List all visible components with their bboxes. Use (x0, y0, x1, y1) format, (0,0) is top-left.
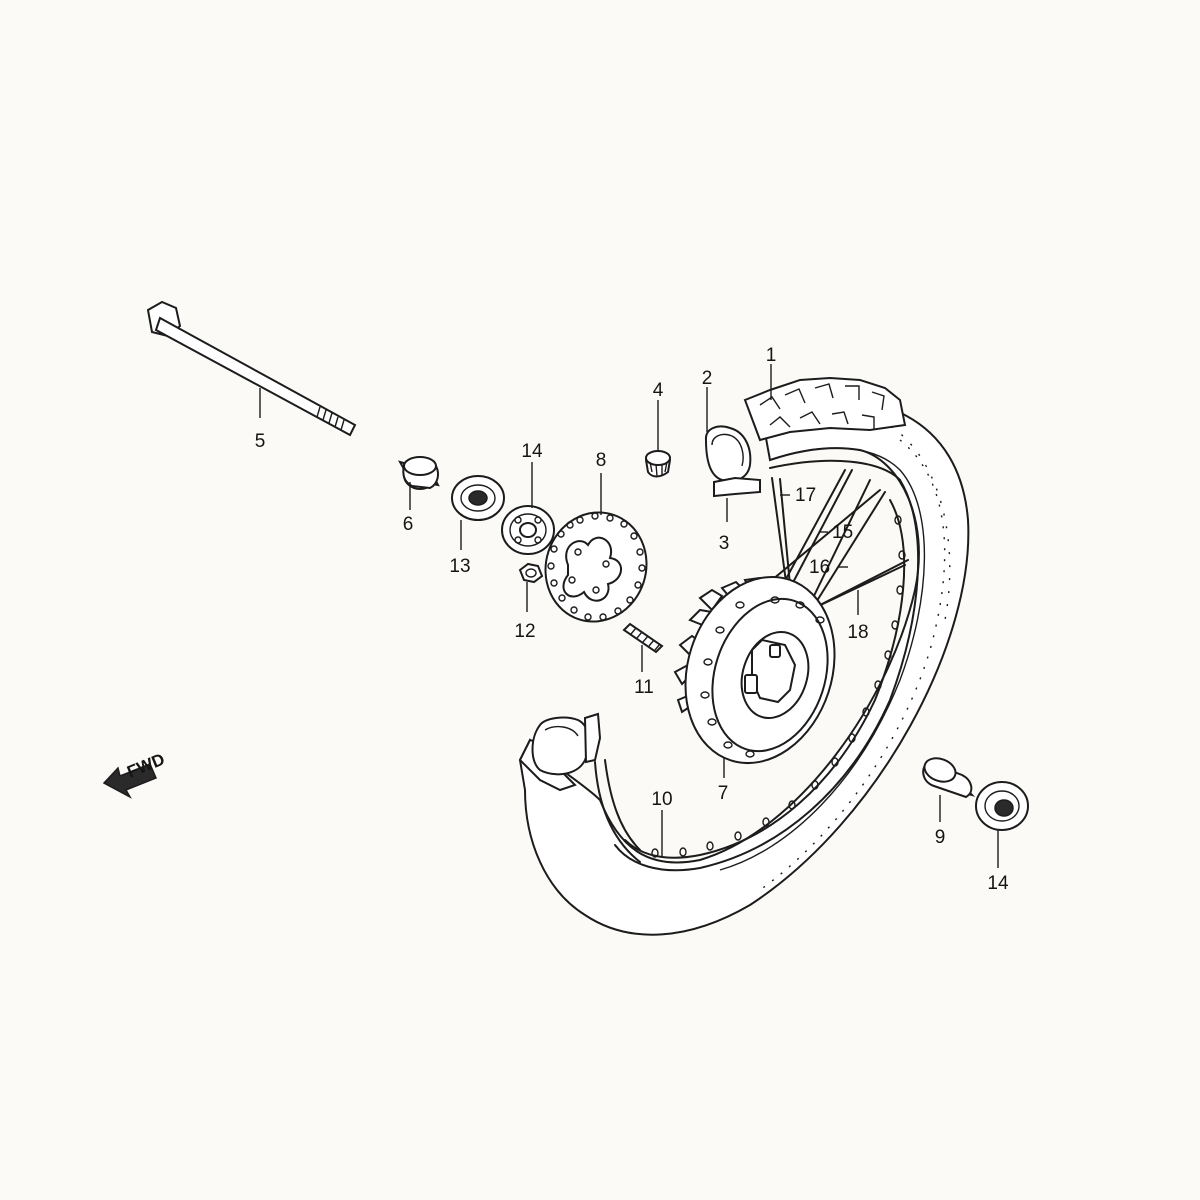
inner-tube (531, 425, 752, 776)
brake-disc (544, 511, 648, 623)
dust-seal (451, 475, 505, 521)
callout-16: 16 (809, 557, 830, 578)
callout-12: 12 (514, 621, 535, 642)
callout-17: 17 (795, 485, 816, 506)
callout-14-left: 14 (521, 441, 543, 462)
rim-spoke-holes (651, 515, 906, 858)
leader-lines (259, 364, 999, 868)
brake-disc-holes (547, 512, 646, 621)
valve-cap (644, 450, 672, 478)
callout-numbers: 1 2 3 4 5 6 7 8 9 10 11 12 13 14 14 15 1… (255, 345, 1009, 894)
callout-14-right: 14 (987, 873, 1009, 894)
callout-13: 13 (449, 556, 470, 577)
bearing-right (975, 781, 1029, 831)
callout-3: 3 (719, 533, 730, 554)
collar-right (922, 757, 976, 799)
callout-1: 1 (766, 345, 777, 366)
callout-4: 4 (653, 380, 664, 401)
collar-left (397, 456, 440, 490)
hub-flange-holes (700, 596, 825, 758)
bearing-left (501, 505, 555, 555)
callout-6: 6 (403, 514, 414, 535)
callout-2: 2 (702, 368, 713, 389)
hub (673, 575, 836, 765)
rim-band (583, 476, 761, 764)
disc-nut (518, 562, 544, 584)
disc-stud-bolt (622, 622, 664, 654)
callout-7: 7 (718, 783, 729, 804)
callout-11: 11 (634, 677, 654, 698)
forward-direction-marker: FWD (102, 750, 167, 799)
axle (146, 300, 357, 437)
callout-5: 5 (255, 431, 266, 452)
rim (594, 459, 920, 872)
fwd-arrow-icon (102, 763, 157, 799)
callout-10: 10 (651, 789, 672, 810)
callout-9: 9 (935, 827, 946, 848)
callout-18: 18 (847, 622, 868, 643)
callout-15: 15 (832, 522, 853, 543)
callout-8: 8 (596, 450, 607, 471)
spokes (759, 469, 909, 611)
